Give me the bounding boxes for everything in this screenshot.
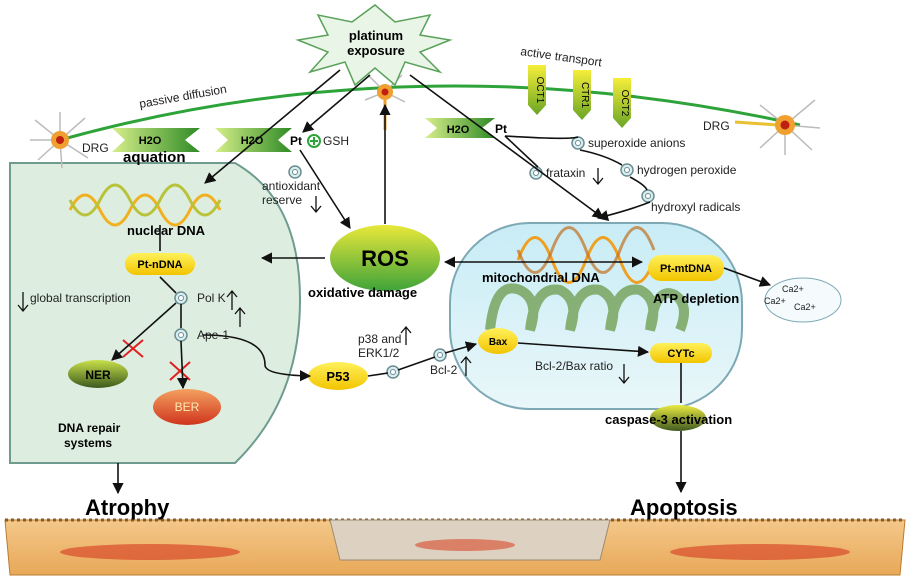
gsh-label: GSH: [323, 134, 349, 148]
hydroxyl-radicals-label: hydroxyl radicals: [651, 200, 740, 214]
svg-text:H2O: H2O: [447, 124, 470, 136]
cytc-label: CYTc: [667, 348, 694, 360]
block-cross-icon: [122, 339, 144, 358]
dna-repair-label-1: DNA repair: [58, 421, 121, 435]
calcium-label: Ca2+: [794, 302, 816, 312]
bcl2-bax-ratio-label: Bcl-2/Bax ratio: [535, 359, 613, 373]
down-arrow-icon: [310, 196, 322, 214]
up-arrow-icon: [460, 355, 472, 376]
caspase-label: caspase-3 activation: [605, 412, 732, 427]
oxidative-damage-label: oxidative damage: [308, 285, 417, 300]
platinum-label-2: exposure: [347, 43, 405, 58]
bcl2-label: Bcl-2: [430, 363, 458, 377]
antioxidant-label-2: reserve: [262, 193, 302, 207]
inhibitor-icon: [433, 348, 447, 362]
dna-repair-label-2: systems: [64, 436, 112, 450]
hydrogen-peroxide-label: hydrogen peroxide: [637, 163, 737, 177]
p38-label-1: p38 and: [358, 332, 401, 346]
platinum-label-1: platinum: [349, 28, 403, 43]
frataxin-label: frataxin: [546, 166, 585, 180]
pt-ndna-label: Pt-nDNA: [137, 259, 182, 271]
mitochondrial-dna-label: mitochondrial DNA: [482, 270, 600, 285]
inhibitor-icon: [174, 291, 188, 305]
cytc-pill: [650, 343, 712, 363]
caspase-ellipse: [650, 405, 706, 431]
nucleus: [9, 162, 302, 464]
down-arrow-icon: [592, 168, 604, 186]
drg-neuron-right: [734, 99, 821, 155]
mitochondrion: [449, 222, 743, 410]
p53-label: P53: [326, 369, 349, 384]
pt-mtdna-label: Pt-mtDNA: [660, 263, 712, 275]
inhibitor-icon: [386, 365, 400, 379]
aquation-arrow-2: H2O: [215, 128, 292, 152]
global-transcription-label: global transcription: [30, 291, 131, 305]
inhibitor-icon: [571, 136, 585, 150]
down-arrow-icon: [17, 292, 29, 313]
p38-label-2: ERK1/2: [358, 346, 400, 360]
inhibitor-icon: [620, 163, 634, 177]
bax-ellipse: [478, 328, 518, 354]
down-arrow-icon: [618, 364, 630, 385]
block-cross-icon: [169, 361, 191, 381]
up-arrow-icon: [226, 289, 238, 310]
nuclear-dna-helix: [68, 183, 222, 227]
drg-label-left: DRG: [82, 141, 109, 155]
plus-icon: [307, 134, 321, 148]
ber-label: BER: [175, 400, 200, 414]
svg-text:OCT2: OCT2: [619, 90, 630, 117]
calcium-vesicle: [764, 277, 842, 323]
svg-text:CTR1: CTR1: [579, 82, 590, 109]
platinum-starburst: [295, 4, 453, 87]
svg-text:H2O: H2O: [139, 135, 162, 147]
transporter-ctr1: CTR1: [573, 70, 591, 120]
atrophy-label: Atrophy: [85, 495, 170, 520]
p53-ellipse: [308, 362, 368, 390]
pt-label-right: Pt: [495, 122, 507, 136]
up-arrow-icon: [400, 325, 412, 345]
ner-label: NER: [85, 368, 111, 382]
transporter-oct1: OCT1: [528, 65, 546, 115]
tissue-strip: [4, 518, 906, 576]
pt-label-left: Pt: [290, 134, 302, 148]
calcium-label: Ca2+: [782, 284, 804, 294]
calcium-label: Ca2+: [764, 296, 786, 306]
pt-ndna-pill: [125, 253, 195, 275]
ros-ellipse: [330, 225, 440, 291]
aquation-arrow-3: H2O: [425, 118, 495, 138]
pol-k-label: Pol K: [197, 291, 226, 305]
transporter-oct2: OCT2: [613, 78, 631, 128]
aquation-label: aquation: [123, 149, 186, 166]
pathway-arrows: [111, 69, 772, 495]
nuclear-dna-label: nuclear DNA: [127, 223, 206, 238]
superoxide-label: superoxide anions: [588, 136, 685, 150]
pt-mtdna-pill: [648, 255, 724, 281]
atp-depletion-label: ATP depletion: [653, 291, 739, 306]
up-arrow-icon: [234, 306, 246, 327]
ros-label: ROS: [361, 246, 409, 271]
apoptosis-label: Apoptosis: [630, 495, 738, 520]
drg-neuron-left: [30, 112, 89, 169]
antioxidant-label-1: antioxidant: [262, 179, 321, 193]
aquation-arrow-1: H2O: [112, 128, 200, 152]
bax-label: Bax: [489, 337, 508, 348]
inhibitor-icon: [174, 328, 188, 342]
svg-text:OCT1: OCT1: [534, 77, 545, 104]
ber-ellipse: [153, 389, 221, 425]
ner-ellipse: [68, 360, 128, 388]
inhibitor-icon: [288, 165, 302, 179]
drg-label-right: DRG: [703, 119, 730, 133]
